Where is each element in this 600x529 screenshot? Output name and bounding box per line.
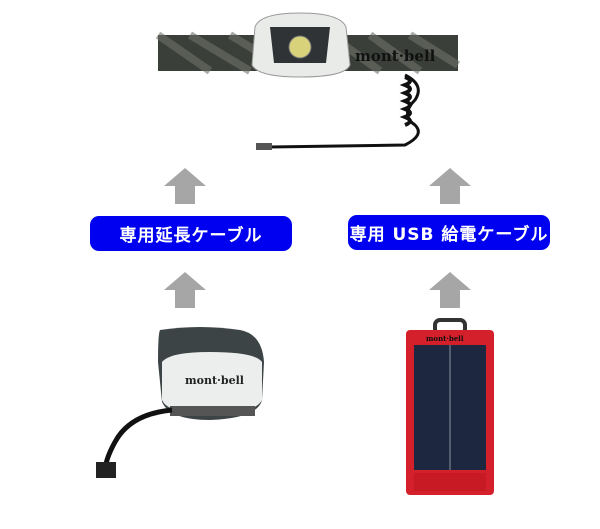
battery-case-image: mont·bell: [96, 327, 264, 478]
headband-logo: mont·bell: [355, 47, 436, 65]
up-arrow-icon: [429, 168, 471, 204]
headlamp-image: mont·bell: [155, 12, 461, 150]
solar-logo: mont·bell: [426, 334, 464, 343]
up-arrow-icon: [429, 272, 471, 308]
solar-charger-image: mont·bell: [406, 318, 494, 495]
extension-cable-label: 専用延長ケーブル: [90, 216, 292, 251]
usb-cable-label: 専用 USB 給電ケーブル: [348, 215, 550, 250]
up-arrow-icon: [164, 272, 206, 308]
up-arrow-icon: [164, 168, 206, 204]
battery-logo: mont·bell: [185, 374, 244, 387]
